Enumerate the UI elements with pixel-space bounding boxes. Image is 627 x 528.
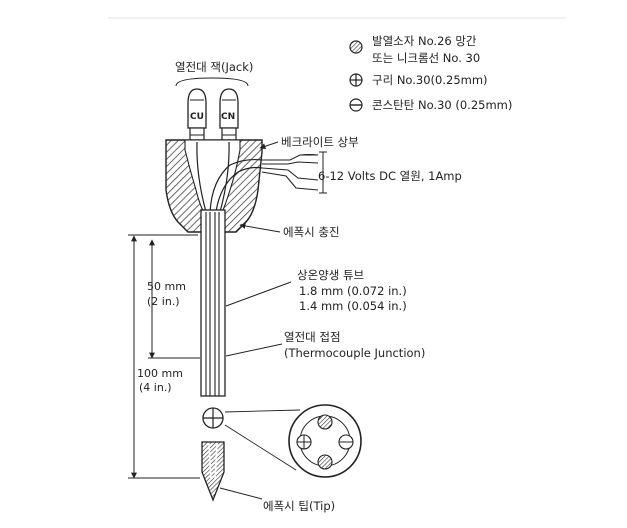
tube-id-label: 1.4 mm (0.054 in.) [299,299,407,313]
dim-50in-label: (2 in.) [147,295,180,308]
legend-item-copper: 구리 No.30(0.25mm) [349,73,488,87]
jack-pin-cu [187,88,207,143]
bakelite-label: 베크라이트 상부 [281,135,359,149]
junction-label-1: 열전대 접점 [284,330,341,344]
section-heating-wire-top [317,414,333,430]
dim-100in-label: (4 in.) [139,381,172,394]
legend-item-constantan: 콘스탄탄 No.30 (0.25mm) [349,98,512,112]
jack-cn-label: CN [221,112,235,122]
tube-od-label: 1.8 mm (0.072 in.) [299,284,407,298]
legend-copper: 구리 No.30(0.25mm) [372,73,488,87]
junction-label-2: (Thermocouple Junction) [284,346,425,360]
legend: 발열소자 No.26 망간 또는 니크롬선 No. 30 구리 No.30(0.… [349,34,512,112]
jack-label: 열전대 잭(Jack) [175,60,253,74]
legend-item-heating-element: 발열소자 No.26 망간 또는 니크롬선 No. 30 [349,34,480,65]
dim-100mm-label: 100 mm [137,367,183,380]
section-constantan-wire [338,434,354,450]
jack-cu-label: CU [190,112,204,122]
legend-heating-line2: 또는 니크롬선 No. 30 [372,51,480,65]
internal-wires [196,141,263,213]
callout-leaders [219,141,292,500]
hatched-circle-icon [349,40,363,54]
dim-50mm-label: 50 mm [147,280,186,293]
jack-pin-cn [219,88,239,143]
jack-bracket [175,77,249,87]
bakelite-head [165,139,263,233]
power-label: 6-12 Volts DC 열원, 1Amp [318,169,462,183]
dimension-50mm [148,239,200,359]
epoxy-fill-label: 에폭시 충진 [283,225,340,239]
dimension-100mm [128,234,200,479]
tube [200,209,226,397]
large-cross-section [288,404,362,478]
tube-cross-section [202,407,224,429]
legend-constantan: 콘스탄탄 No.30 (0.25mm) [372,98,512,112]
section-copper-wire [296,434,312,450]
power-lead-wires [261,153,319,191]
epoxy-tip [201,441,225,502]
bar-circle-icon [349,98,363,112]
tube-title-label: 상온양생 튜브 [297,268,364,282]
section-heating-wire-bottom [317,454,333,470]
tip-label: 에폭시 팁(Tip) [263,499,335,513]
cross-circle-icon [349,73,363,87]
legend-heating-line1: 발열소자 No.26 망간 [372,34,477,48]
